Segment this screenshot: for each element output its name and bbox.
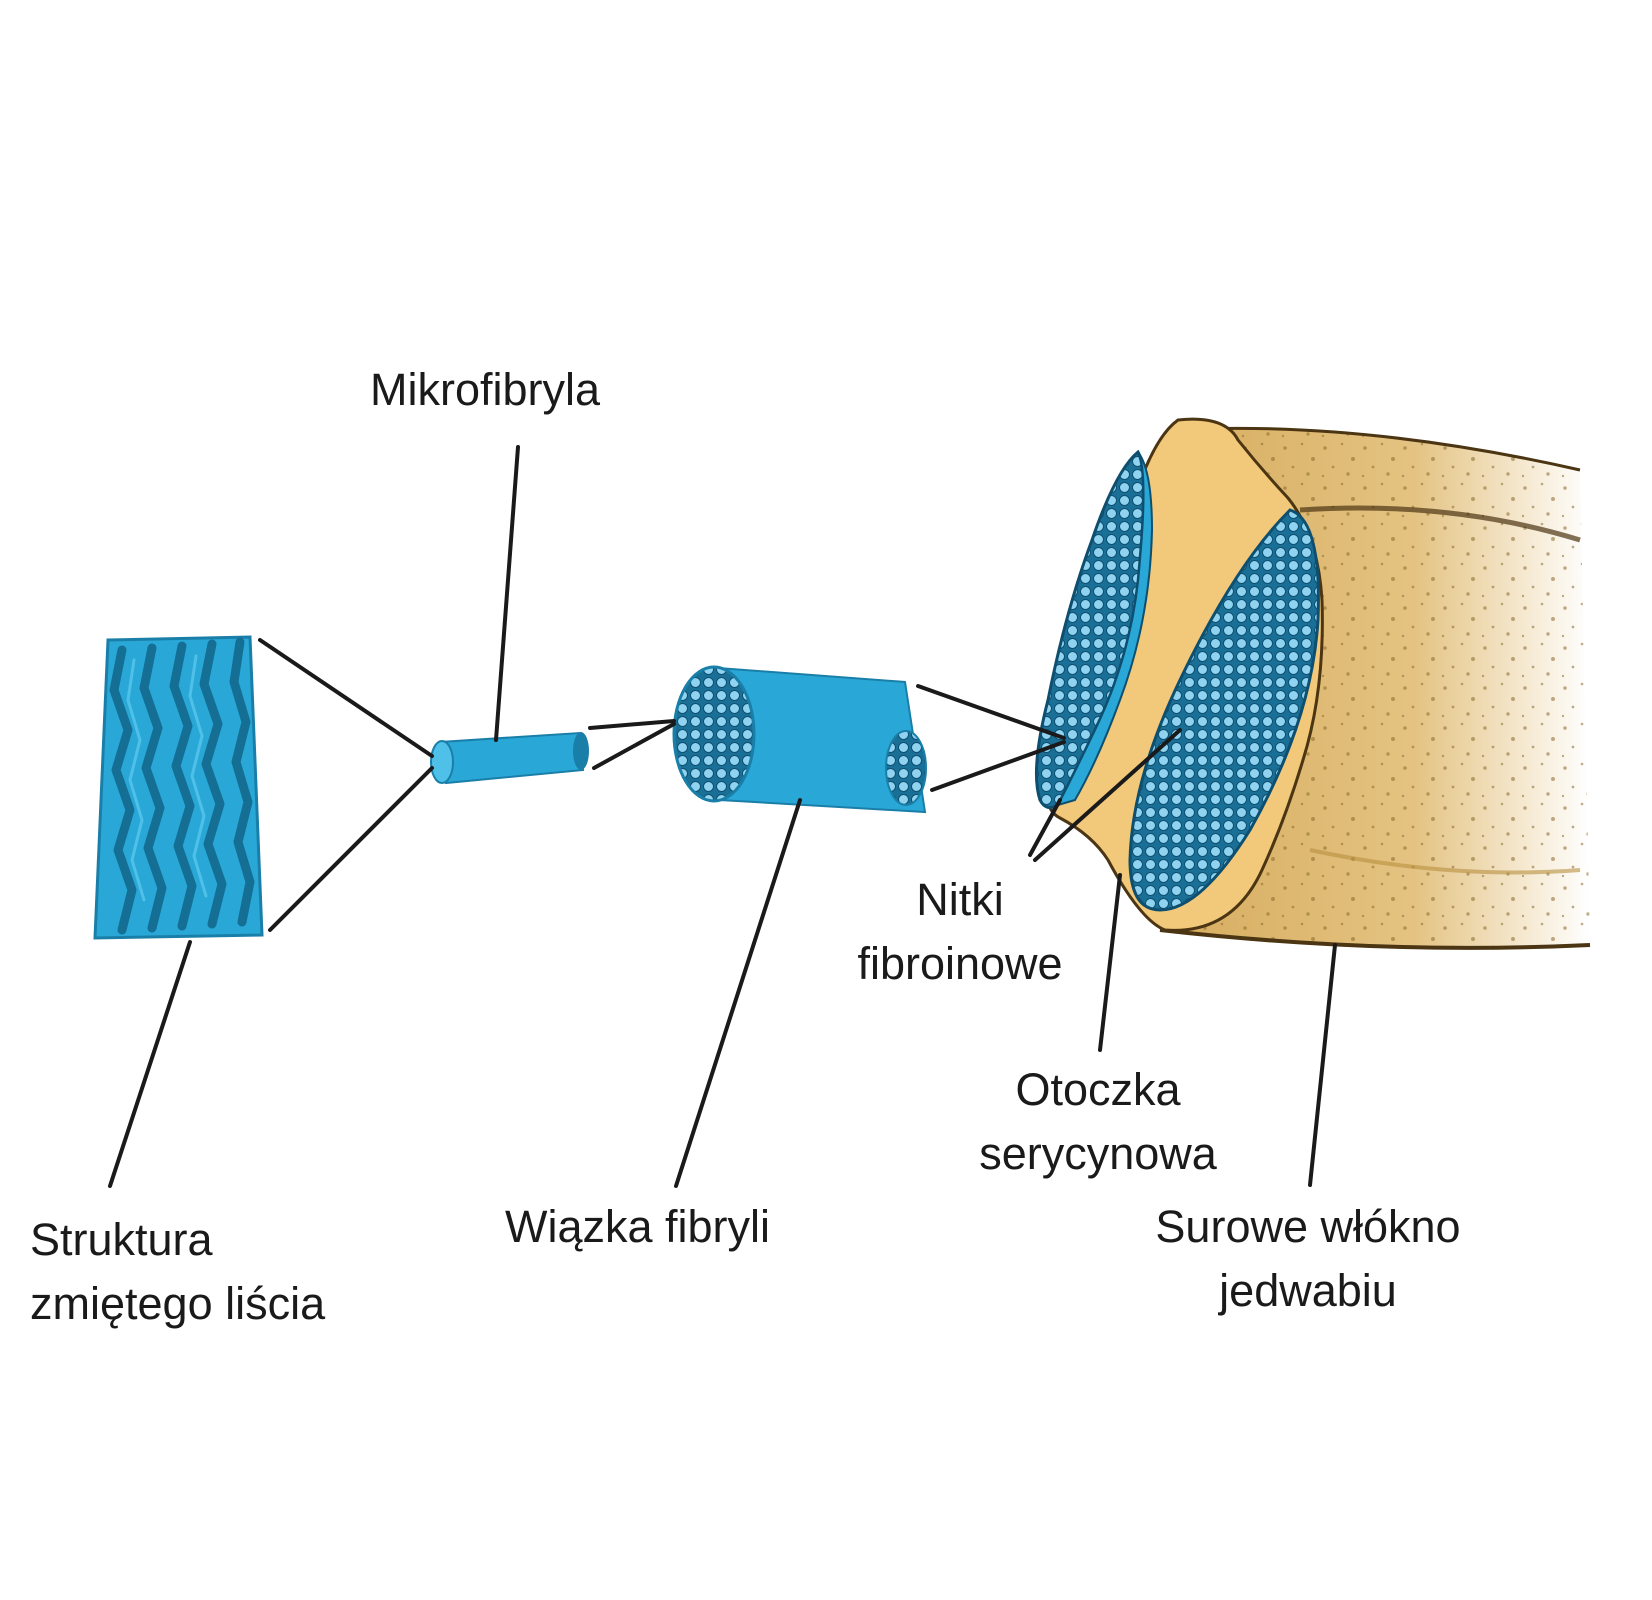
label-surowe-line1: Surowe włókno — [1155, 1201, 1461, 1252]
label-nitki-line2: fibroinowe — [857, 938, 1063, 989]
fibroin-filament-right — [1128, 508, 1320, 912]
microfibril — [430, 731, 589, 785]
label-otoczka-line1: Otoczka — [1015, 1064, 1181, 1115]
label-mikrofibryla-text: Mikrofibryla — [370, 364, 601, 415]
fibril-bundle — [672, 665, 927, 814]
label-struktura-line2: zmiętego liścia — [30, 1278, 326, 1329]
label-otoczka: Otoczka serycynowa — [958, 1058, 1238, 1186]
label-struktura-line1: Struktura — [30, 1214, 213, 1265]
label-surowe-line2: jedwabiu — [1219, 1265, 1397, 1316]
label-wiazka: Wiązka fibryli — [505, 1195, 770, 1259]
label-struktura: Struktura zmiętego liścia — [30, 1208, 325, 1336]
label-otoczka-line2: serycynowa — [979, 1128, 1217, 1179]
label-nitki: Nitki fibroinowe — [840, 868, 1080, 996]
label-mikrofibryla: Mikrofibryla — [370, 358, 600, 422]
raw-silk-fiber — [1034, 417, 1591, 950]
leader-lines — [108, 445, 1337, 1188]
label-surowe: Surowe włókno jedwabiu — [1118, 1195, 1498, 1323]
label-wiazka-text: Wiązka fibryli — [505, 1201, 771, 1252]
label-nitki-line1: Nitki — [916, 874, 1004, 925]
fibroin-filament-left — [1034, 449, 1154, 810]
crumpled-leaf-structure — [93, 635, 264, 940]
